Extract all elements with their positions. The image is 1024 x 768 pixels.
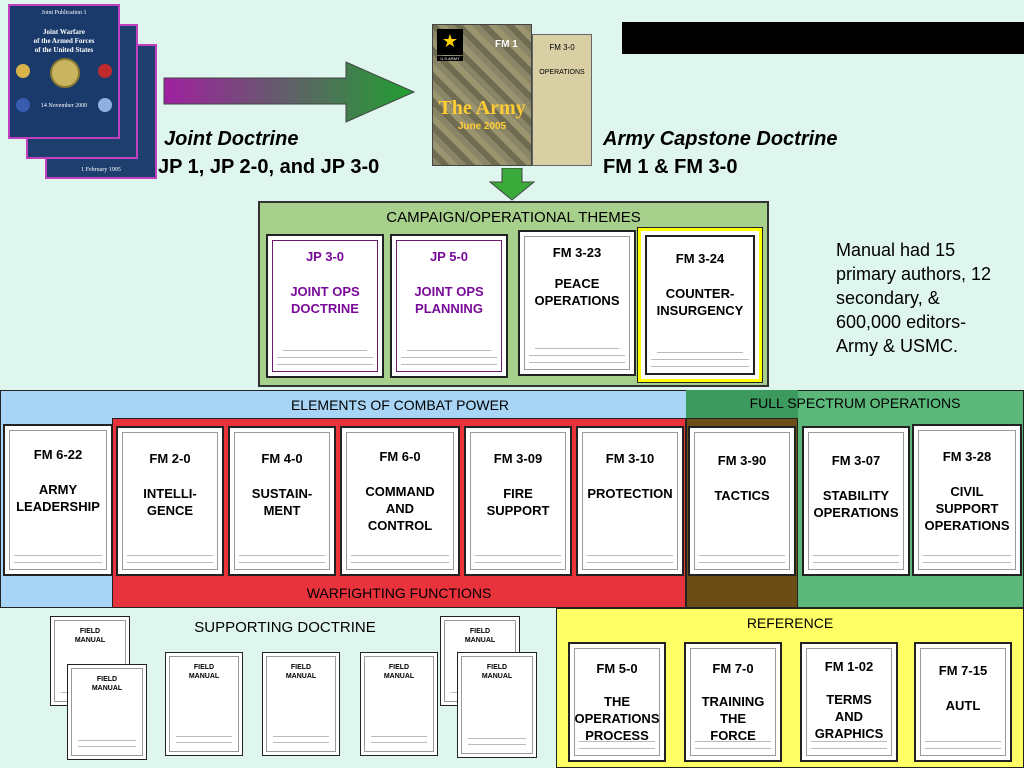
manual-fm-7-0[interactable]: FM 7-0 TRAINING THE FORCE [684, 642, 782, 762]
full-spectrum-title: FULL SPECTRUM OPERATIONS [749, 395, 961, 411]
supporting-doctrine-title: SUPPORTING DOCTRINE [194, 619, 376, 636]
field-manual-sheet[interactable]: FIELD MANUAL [165, 652, 243, 756]
jp-publication-stack: 1 February 1995 Joint Publication 1 Join… [8, 4, 158, 179]
army-capstone-caption: Army Capstone Doctrine [603, 128, 838, 150]
manual-fm-3-10[interactable]: FM 3-10 PROTECTION [576, 426, 684, 576]
manual-fm-2-0[interactable]: FM 2-0 INTELLI- GENCE [116, 426, 224, 576]
field-manual-sheet[interactable]: FIELD MANUAL [457, 652, 537, 758]
fm30-cover: FM 3-0 OPERATIONS [532, 34, 592, 166]
fm1-code: FM 1 [495, 39, 518, 50]
flow-arrow-icon [163, 61, 416, 123]
army-capstone-sub: FM 1 & FM 3-0 [603, 156, 738, 178]
campaign-themes-title: CAMPAIGN/OPERATIONAL THEMES [386, 209, 641, 226]
authors-note: Manual had 15 primary authors, 12 second… [836, 240, 992, 356]
manual-fm-6-22[interactable]: FM 6-22 ARMY LEADERSHIP [3, 424, 113, 576]
army-star-icon: ★ [437, 29, 463, 55]
manual-fm-3-90[interactable]: FM 3-90 TACTICS [688, 426, 796, 576]
manual-jp-5-0[interactable]: JP 5-0 JOINT OPS PLANNING [390, 234, 508, 378]
field-manual-sheet[interactable]: FIELD MANUAL [262, 652, 340, 756]
army-seal-icon [16, 64, 30, 78]
manual-fm-3-24[interactable]: FM 3-24 COUNTER- INSURGENCY [637, 227, 763, 383]
combat-power-title: ELEMENTS OF COMBAT POWER [290, 397, 510, 413]
reference-title: REFERENCE [746, 615, 834, 631]
field-manual-sheet[interactable]: FIELD MANUAL [360, 652, 438, 756]
header-black-bar [622, 22, 1024, 54]
joint-doctrine-caption: Joint Doctrine [164, 128, 299, 150]
manual-fm-1-02[interactable]: FM 1-02 TERMS AND GRAPHICS [800, 642, 898, 762]
manual-fm-3-09[interactable]: FM 3-09 FIRE SUPPORT [464, 426, 572, 576]
jp-cover-front: Joint Publication 1 Joint Warfare of the… [8, 4, 120, 139]
manual-fm-3-07[interactable]: FM 3-07 STABILITY OPERATIONS [802, 426, 910, 576]
jp-publication-number: Joint Publication 1 [41, 10, 87, 16]
field-manual-sheet[interactable]: FIELD MANUAL [67, 664, 147, 760]
manual-fm-3-23[interactable]: FM 3-23 PEACE OPERATIONS [518, 230, 636, 376]
jp-seal-icon [50, 58, 80, 88]
fm1-date: June 2005 [457, 121, 507, 132]
jp-back-date: 1 February 1995 [81, 167, 121, 173]
joint-doctrine-sub: JP 1, JP 2-0, and JP 3-0 [158, 156, 380, 178]
fm1-brand: U.S.ARMY [437, 56, 463, 61]
jp-cover-date: 14 November 2000 [40, 103, 88, 109]
fm1-title: The Army [438, 97, 526, 119]
marines-seal-icon [98, 64, 112, 78]
jp-cover-title: Joint Warfare of the Armed Forces of the… [33, 28, 95, 54]
manual-fm-7-15[interactable]: FM 7-15 AUTL [914, 642, 1012, 762]
warfighting-functions-title: WARFIGHTING FUNCTIONS [306, 585, 492, 601]
down-arrow-icon [488, 168, 536, 201]
manual-jp-3-0[interactable]: JP 3-0 JOINT OPS DOCTRINE [266, 234, 384, 378]
manual-fm-6-0[interactable]: FM 6-0 COMMAND AND CONTROL [340, 426, 460, 576]
fm30-code: FM 3-0 [549, 43, 575, 52]
manual-fm-5-0[interactable]: FM 5-0 THE OPERATIONS PROCESS [568, 642, 666, 762]
navy-seal-icon [16, 98, 30, 112]
manual-fm-3-28[interactable]: FM 3-28 CIVIL SUPPORT OPERATIONS [912, 424, 1022, 576]
airforce-seal-icon [98, 98, 112, 112]
full-spectrum-top-band [686, 390, 798, 418]
fm1-cover: ★ U.S.ARMY FM 1 The Army June 2005 [432, 24, 532, 166]
manual-fm-4-0[interactable]: FM 4-0 SUSTAIN- MENT [228, 426, 336, 576]
fm30-title: OPERATIONS [539, 69, 585, 76]
